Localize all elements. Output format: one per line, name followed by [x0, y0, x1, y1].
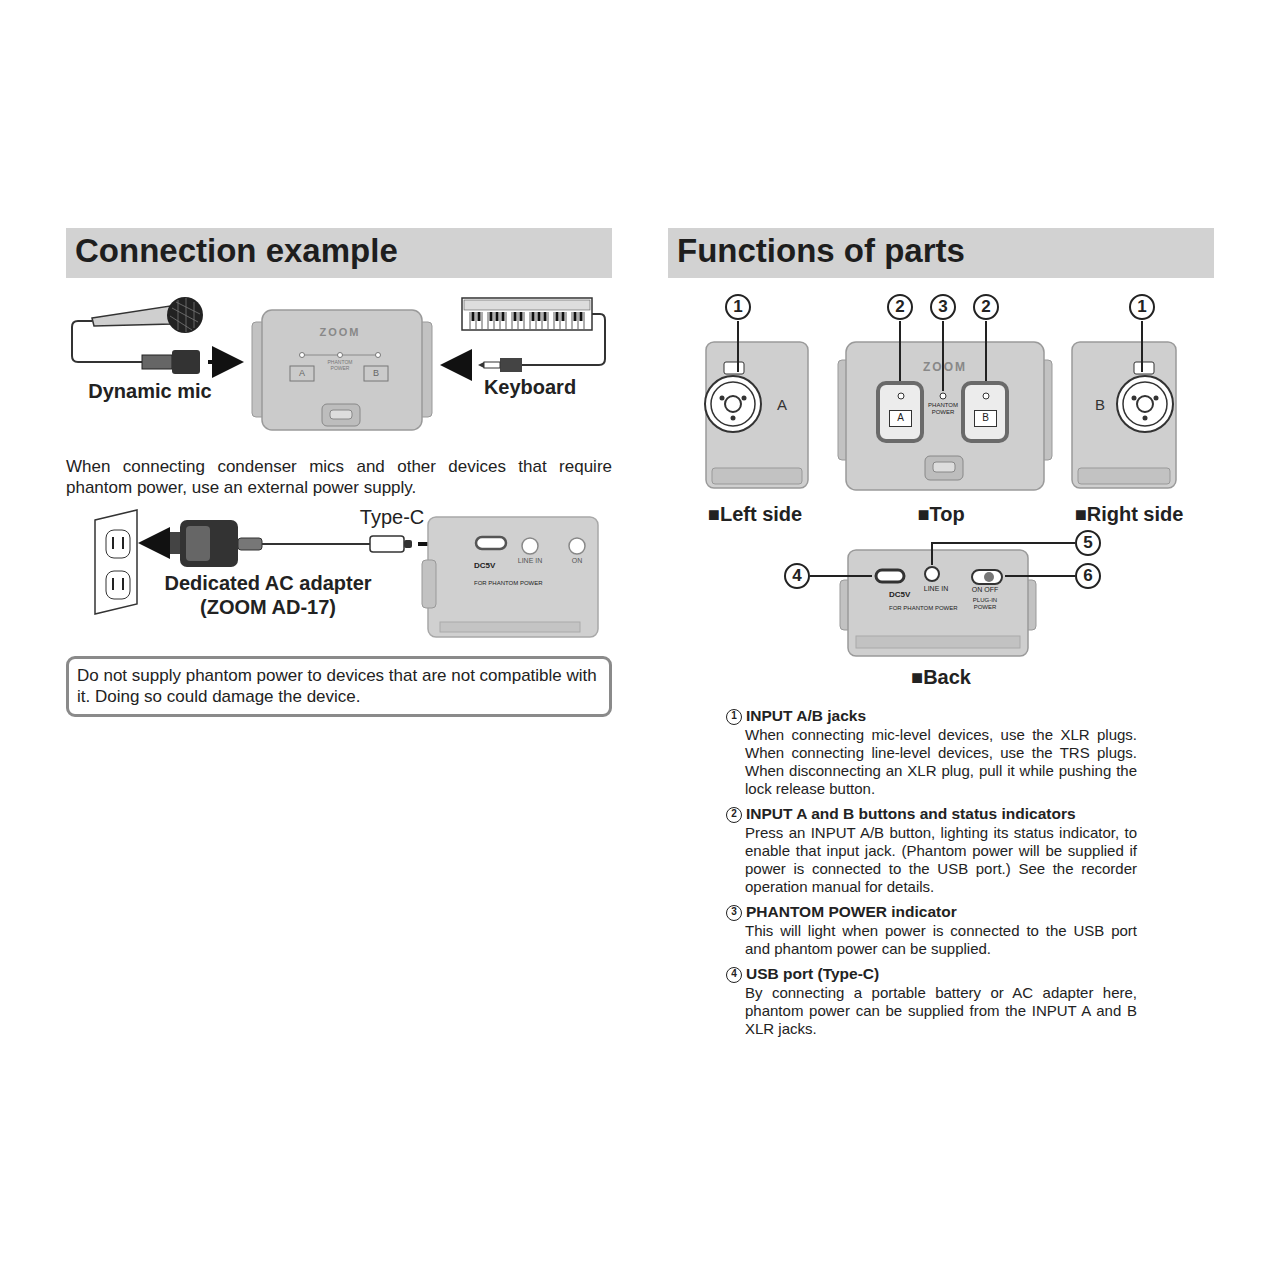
- item-body: By connecting a portable battery or AC a…: [745, 984, 1137, 1038]
- recorder-capsule-back: [422, 517, 598, 637]
- view-label: ■Top: [891, 502, 991, 526]
- box-text: A: [890, 411, 911, 424]
- panel-text: LINE IN: [916, 585, 956, 593]
- item-body: Press an INPUT A/B button, lighting its …: [745, 824, 1137, 896]
- section-heading: Connection example: [66, 228, 612, 278]
- logo-text: ZOOM: [305, 326, 375, 339]
- callout-number: 5: [1075, 530, 1101, 556]
- logo-text: ZOOM: [905, 360, 985, 374]
- back-view: [810, 543, 1075, 656]
- box-text: Do not supply phantom power to devices t…: [77, 665, 601, 707]
- box-text: B: [975, 411, 996, 424]
- callout-number: 1: [725, 294, 751, 320]
- right-side-view: [1072, 321, 1176, 488]
- callout-number: 2: [973, 294, 999, 320]
- panel-text: FOR PHANTOM POWER: [474, 580, 558, 587]
- input-button: A: [889, 410, 912, 427]
- view-label: ■Left side: [685, 502, 825, 526]
- part-label: Keyboard: [460, 375, 600, 399]
- box-text: Functions of parts: [677, 228, 1205, 274]
- top-view: [838, 321, 1052, 490]
- part-label: Dedicated AC adapter (ZOOM AD-17): [133, 571, 403, 619]
- box-text: Connection example: [75, 228, 603, 274]
- item-body: This will light when power is connected …: [745, 922, 1137, 958]
- paragraph: When connecting condenser mics and other…: [66, 456, 612, 498]
- panel-text: DC5V: [474, 561, 508, 571]
- panel-text: A: [295, 368, 309, 379]
- part-label: Type-C: [337, 505, 447, 529]
- item-number: 3: [726, 905, 742, 921]
- panel-text: PHANTOM POWER: [923, 402, 963, 416]
- panel-text: LINE IN: [510, 557, 550, 565]
- view-label: ■Back: [886, 665, 996, 689]
- panel-text: ON: [568, 557, 586, 565]
- callout-number: 6: [1075, 563, 1101, 589]
- caution-box: Do not supply phantom power to devices t…: [66, 656, 612, 717]
- callout-number: 2: [887, 294, 913, 320]
- callout-number: 1: [1129, 294, 1155, 320]
- callout-number: 4: [784, 563, 810, 589]
- panel-text: B: [1092, 396, 1108, 414]
- item-heading: PHANTOM POWER indicator: [746, 903, 1146, 921]
- panel-text: B: [369, 368, 383, 379]
- item-heading: INPUT A/B jacks: [746, 707, 1146, 725]
- panel-text: PHANTOM POWER: [322, 359, 358, 371]
- callout-number: 3: [930, 294, 956, 320]
- part-label: Dynamic mic: [60, 379, 240, 403]
- panel-text: A: [774, 396, 790, 414]
- item-heading: USB port (Type-C): [746, 965, 1146, 983]
- panel-text: PLUG-IN POWER: [968, 597, 1002, 611]
- item-number: 2: [726, 807, 742, 823]
- item-body: When connecting mic-level devices, use t…: [745, 726, 1137, 798]
- view-label: ■Right side: [1054, 502, 1204, 526]
- item-number: 4: [726, 967, 742, 983]
- item-number: 1: [726, 709, 742, 725]
- dynamic-mic: [72, 297, 236, 374]
- left-side-view: [705, 321, 808, 488]
- recorder-capsule-top: [252, 310, 432, 430]
- item-heading: INPUT A and B buttons and status indicat…: [746, 805, 1146, 823]
- section-heading: Functions of parts: [668, 228, 1214, 278]
- input-button: B: [974, 410, 997, 427]
- keyboard: [448, 298, 605, 372]
- panel-text: FOR PHANTOM POWER: [889, 605, 965, 612]
- panel-text: DC5V: [889, 590, 923, 600]
- panel-text: ON OFF: [965, 586, 1005, 594]
